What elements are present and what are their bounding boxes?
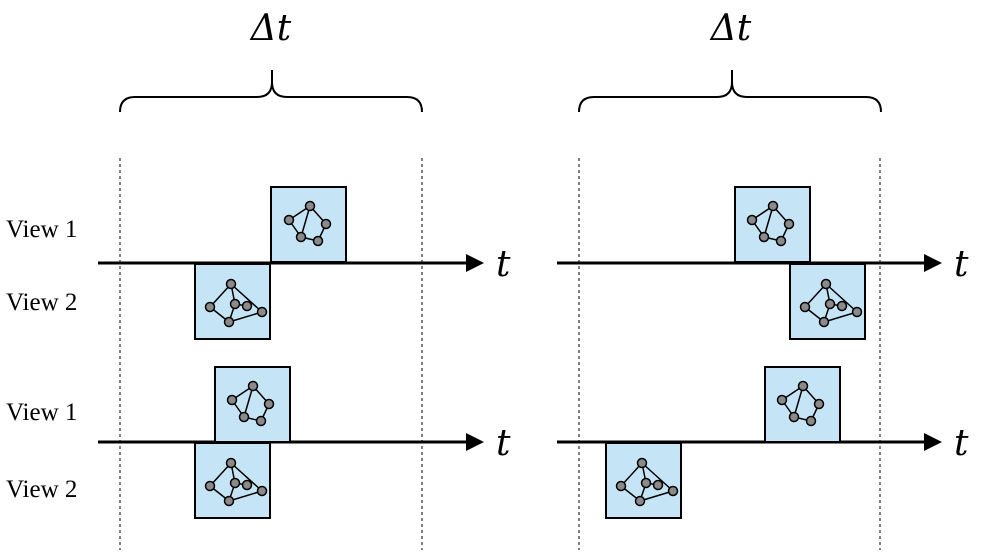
time-axis-label: t [954, 423, 969, 464]
time-window-brace [119, 70, 423, 113]
view-2-label: View 2 [6, 289, 77, 316]
time-axis-label: t [954, 244, 969, 285]
time-window-brace [578, 70, 882, 113]
view-1-graph-box [734, 186, 811, 263]
right-panel: Δt t t [557, 8, 969, 550]
view-1-label: View 1 [6, 216, 77, 243]
view-1-graph-box [764, 366, 841, 443]
left-panel: Δt View 1 View 2 t View 1 View 2 t [6, 8, 511, 550]
time-axis-arrowhead [924, 254, 942, 272]
time-axis-arrowhead [466, 254, 484, 272]
time-axis-label: t [496, 244, 511, 285]
view-2-label: View 2 [6, 476, 77, 503]
time-axis-arrowhead [924, 433, 942, 451]
view-1-graph-box [270, 186, 347, 263]
time-axis-arrowhead [466, 433, 484, 451]
view-1-graph-box [214, 366, 291, 443]
view-1-label: View 1 [6, 399, 77, 426]
delta-t-label: Δt [709, 8, 752, 49]
time-axis-label: t [496, 423, 511, 464]
delta-t-label: Δt [249, 8, 292, 49]
